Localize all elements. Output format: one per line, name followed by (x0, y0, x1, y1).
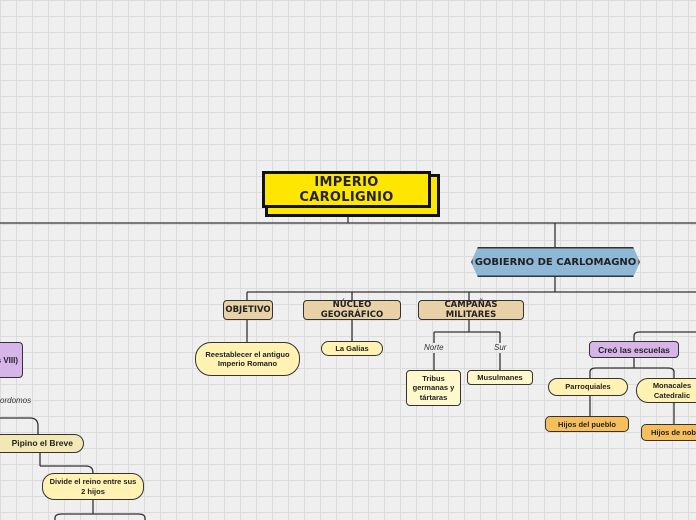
node-tribus[interactable]: Tribus germanas y tártaras (406, 370, 461, 406)
node-objetivo-desc[interactable]: Reestablecer el antiguo Imperio Romano (195, 342, 300, 376)
node-hijos-nobles[interactable]: Hijos de nob (641, 424, 696, 441)
node-escuelas[interactable]: Creó las escuelas (589, 341, 679, 358)
node-campanas-militares[interactable]: CAMPAÑAS MILITARES (418, 300, 524, 320)
label-sur: Sur (494, 343, 507, 352)
node-gobierno[interactable]: GOBIERNO DE CARLOMAGNO (471, 247, 640, 277)
node-objetivo[interactable]: OBJETIVO (223, 300, 273, 320)
node-parroquiales[interactable]: Parroquiales (548, 378, 628, 396)
node-left-partial[interactable]: es VIII) (0, 342, 23, 378)
node-nucleo-geografico[interactable]: NÚCLEO GEOGRÁFICO (303, 300, 401, 320)
node-galias[interactable]: La Galias (321, 341, 383, 356)
label-mayordomos: ordomos (0, 396, 32, 405)
label-norte: Norte (424, 343, 444, 352)
node-monacales[interactable]: Monacales Catedralic (636, 378, 696, 403)
node-divide-reino[interactable]: Divide el reino entre sus 2 hijos (42, 473, 144, 500)
root-node-imperio[interactable]: IMPERIO CAROLIGNIO (262, 171, 431, 208)
node-hijos-pueblo[interactable]: Hijos del pueblo (545, 416, 629, 432)
node-pipino[interactable]: Pipino el Breve (0, 434, 84, 453)
node-musulmanes[interactable]: Musulmanes (467, 370, 533, 385)
